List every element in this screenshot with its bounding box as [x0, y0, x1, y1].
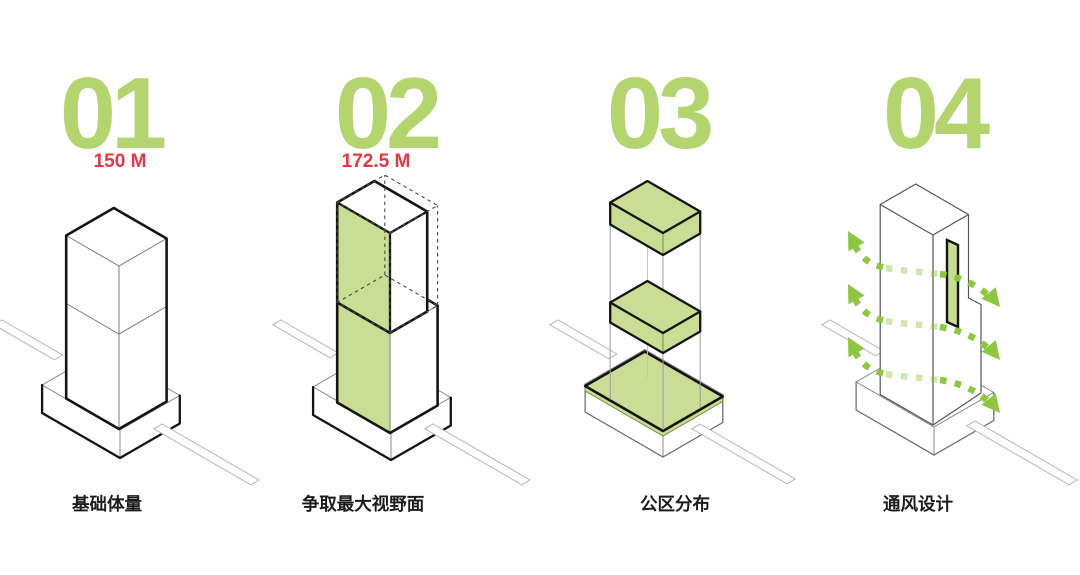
site-road	[965, 420, 1079, 486]
ventilation-slot-window	[945, 238, 960, 329]
caption-ventilation: 通风设计	[883, 494, 953, 514]
step-number-01: 01	[59, 58, 167, 170]
arrowhead-icon	[848, 231, 865, 252]
arrowhead-icon	[848, 337, 865, 358]
caption-public-zones: 公区分布	[640, 494, 710, 514]
diagram-step-03	[548, 179, 797, 485]
height-label-02: 172.5 M	[341, 151, 411, 172]
diagram-step-04	[820, 183, 1079, 486]
height-label-01: 150 M	[93, 151, 147, 172]
caption-max-view: 争取最大视野面	[301, 494, 425, 514]
step-number-02: 02	[334, 58, 442, 170]
ground-plate	[583, 350, 725, 437]
wind-flow-arrows	[848, 231, 1000, 413]
caption-base-massing: 基础体量	[72, 494, 142, 514]
arrowhead-icon	[848, 284, 865, 305]
site-road	[820, 319, 885, 357]
site-road	[271, 319, 340, 359]
diagram-step-01	[0, 206, 260, 486]
site-road	[152, 423, 260, 486]
site-road	[690, 423, 797, 485]
arrowhead-icon	[981, 287, 1000, 307]
step-number-03: 03	[606, 58, 714, 170]
arrowhead-icon	[981, 340, 1000, 360]
original-volume-ghost	[336, 174, 439, 334]
arrowhead-icon	[981, 393, 1000, 413]
site-road	[423, 423, 531, 486]
diagram-step-02	[271, 174, 531, 486]
site-road	[0, 319, 64, 361]
site-road	[548, 319, 618, 360]
public-zone-slab-top	[609, 179, 702, 257]
upper-tower-block	[335, 179, 429, 335]
step-number-04: 04	[882, 58, 990, 170]
public-zone-slab-middle	[609, 279, 702, 355]
